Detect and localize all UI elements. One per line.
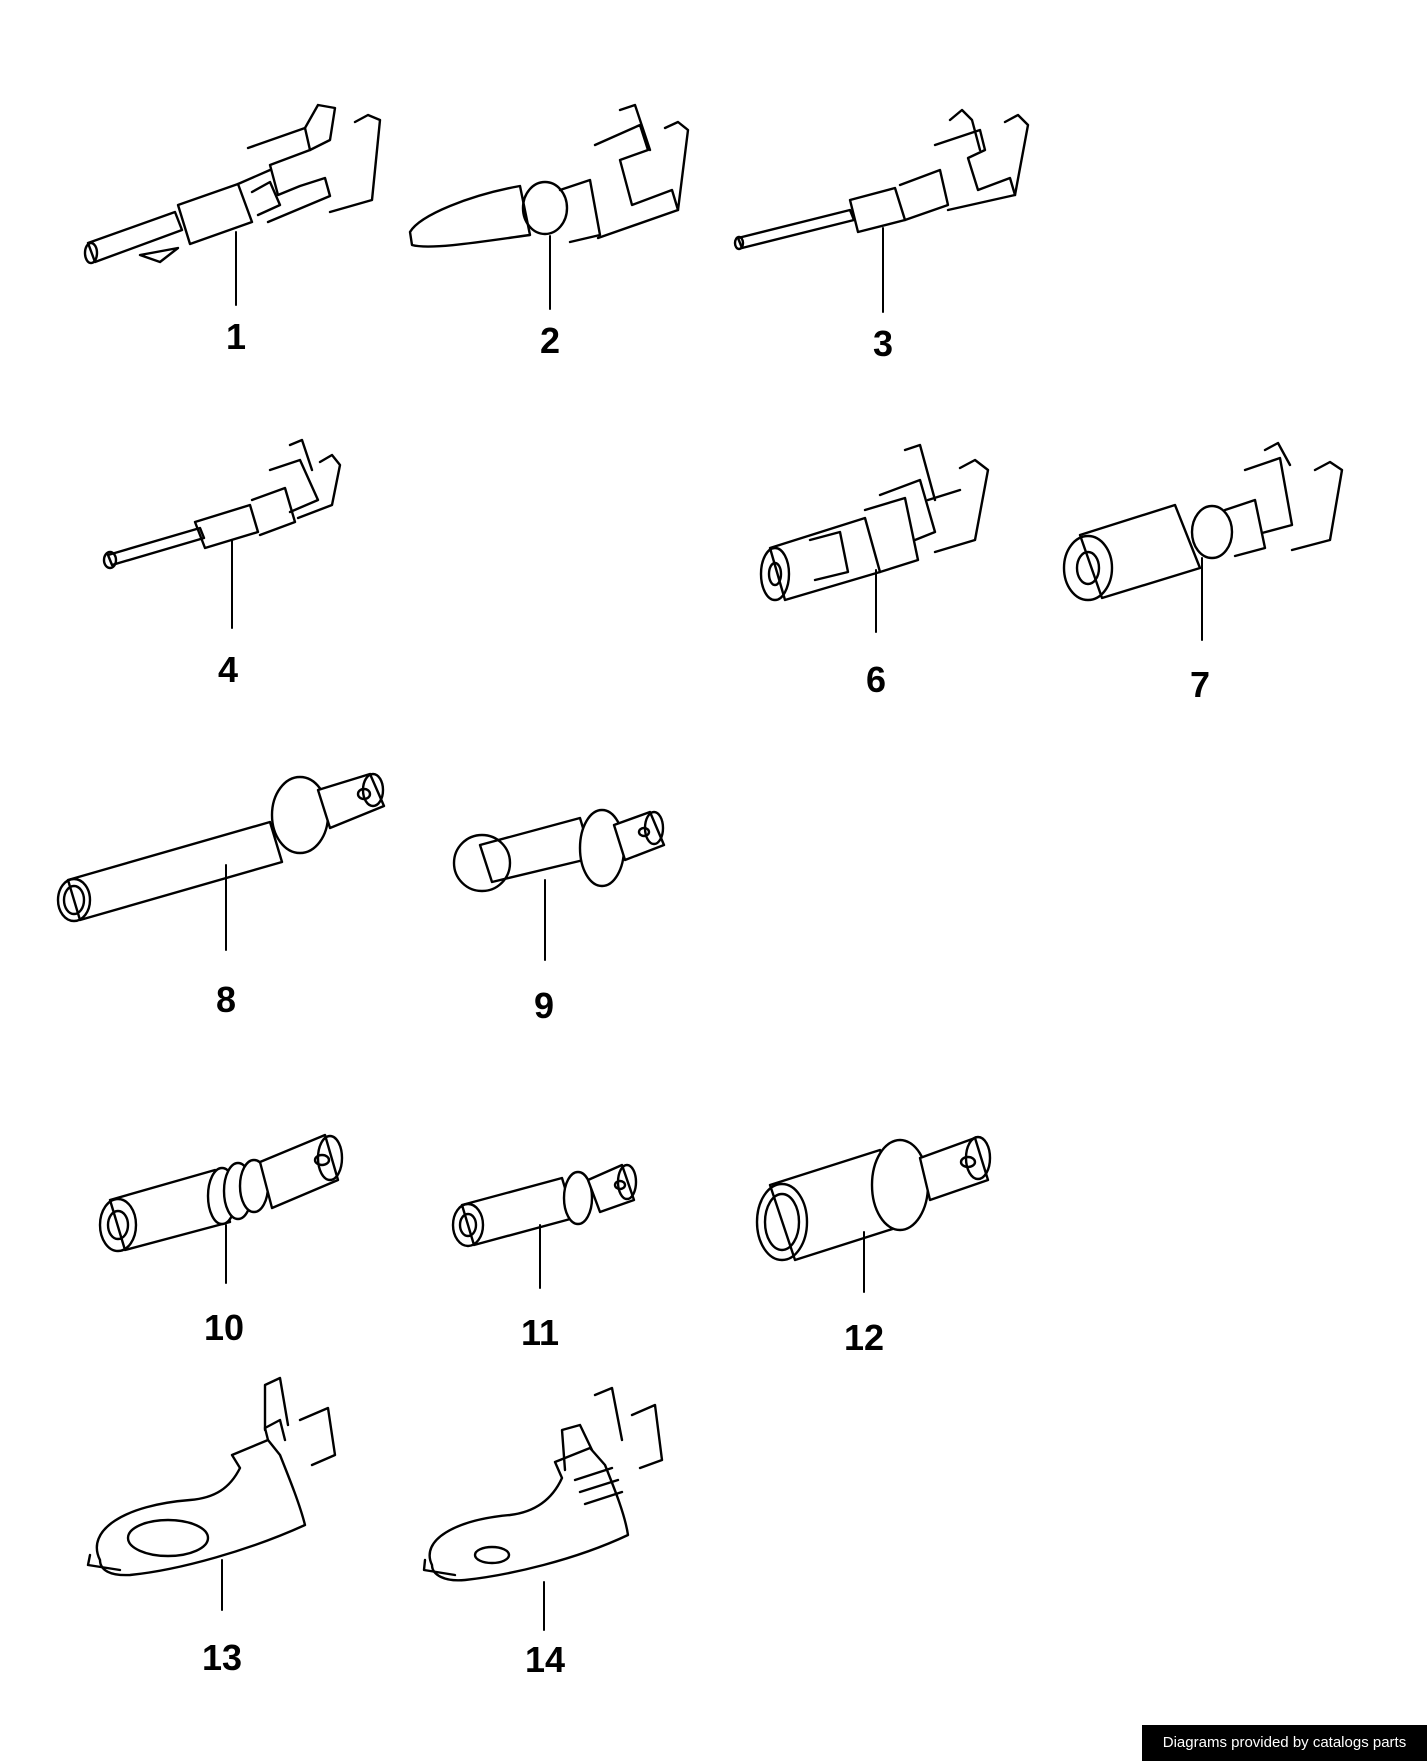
part-4-fine-pin-terminal[interactable] — [102, 438, 342, 570]
callout-1: 1 — [226, 316, 246, 357]
callout-14: 14 — [525, 1639, 565, 1680]
callout-7: 7 — [1190, 664, 1210, 705]
part-14-ring-terminal-small[interactable] — [422, 1386, 664, 1582]
callout-6: 6 — [866, 659, 886, 700]
callout-8: 8 — [216, 979, 236, 1020]
callout-11: 11 — [521, 1312, 559, 1353]
callout-2: 2 — [540, 320, 560, 361]
callout-12: 12 — [844, 1317, 884, 1358]
part-7-female-barrel-terminal[interactable] — [1062, 441, 1344, 602]
part-12-large-barrel-socket[interactable] — [755, 1135, 992, 1262]
part-11-small-socket-pin[interactable] — [451, 1163, 638, 1248]
callout-4: 4 — [218, 649, 238, 690]
part-8-long-round-pin[interactable] — [56, 772, 386, 923]
callout-3: 3 — [873, 323, 893, 364]
part-3-thin-pin-terminal[interactable] — [733, 108, 1030, 251]
callout-9: 9 — [534, 985, 554, 1026]
part-2-bullet-terminal[interactable] — [408, 103, 690, 248]
part-10-ribbed-socket-pin[interactable] — [98, 1133, 344, 1253]
callout-10: 10 — [204, 1307, 244, 1348]
part-1-male-pin-terminal[interactable] — [83, 103, 382, 265]
callout-13: 13 — [202, 1637, 242, 1678]
part-9-short-round-head-pin[interactable] — [452, 808, 666, 893]
credit-banner: Diagrams provided by catalogs parts — [1142, 1725, 1427, 1761]
part-13-ring-terminal-large[interactable] — [86, 1376, 337, 1577]
part-6-female-socket-terminal[interactable] — [759, 443, 990, 602]
